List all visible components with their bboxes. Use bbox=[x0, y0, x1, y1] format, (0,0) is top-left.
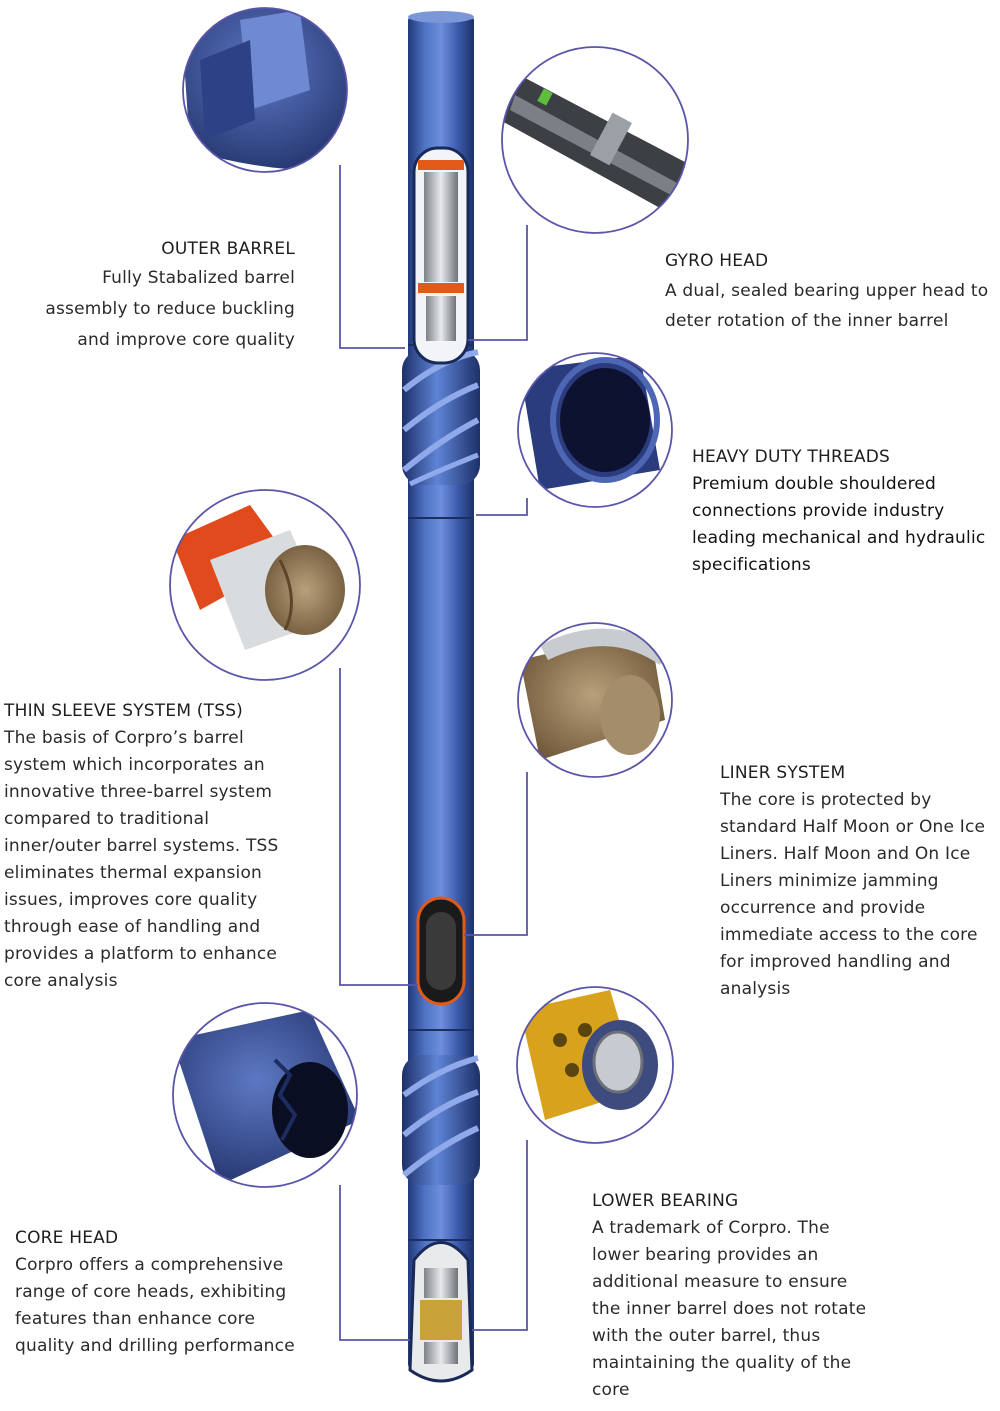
gyro-head-title: GYRO HEAD bbox=[665, 251, 769, 271]
core-barrel-tool bbox=[402, 11, 480, 1383]
heavy-duty-threads-title: HEAVY DUTY THREADS bbox=[692, 447, 891, 467]
outer-barrel-title: OUTER BARREL bbox=[161, 239, 295, 259]
gyro-head-callout: GYRO HEAD A dual, sealed bearing upper h… bbox=[665, 246, 995, 336]
outer-barrel-detail-bubble bbox=[182, 7, 348, 173]
liner-system-callout: LINER SYSTEM The core is protected by st… bbox=[720, 760, 990, 1003]
heavy-duty-threads-callout: HEAVY DUTY THREADS Premium double should… bbox=[692, 444, 992, 579]
lower-bearing-callout: LOWER BEARING A trademark of Corpro. The… bbox=[592, 1188, 877, 1404]
lower-stabilizer bbox=[402, 1055, 480, 1185]
core-head-callout: CORE HEAD Corpro offers a comprehensive … bbox=[15, 1225, 305, 1360]
outer-barrel-callout: OUTER BARREL Fully Stabalized barrel ass… bbox=[40, 236, 295, 356]
core-head-description: Corpro offers a comprehensive range of c… bbox=[15, 1255, 295, 1356]
core-head-title: CORE HEAD bbox=[15, 1228, 119, 1248]
outer-barrel-description: Fully Stabalized barrel assembly to redu… bbox=[45, 268, 295, 350]
gyro-head-cutaway bbox=[412, 146, 470, 365]
thin-sleeve-system-description: The basis of Corpro’s barrel system whic… bbox=[4, 728, 279, 991]
gyro-head-description: A dual, sealed bearing upper head to det… bbox=[665, 281, 989, 331]
thin-sleeve-system-title: THIN SLEEVE SYSTEM (TSS) bbox=[4, 701, 244, 721]
lower-bearing-title: LOWER BEARING bbox=[592, 1191, 739, 1211]
leader-lines bbox=[339, 165, 528, 1341]
thin-sleeve-system-detail-bubble bbox=[169, 489, 361, 681]
upper-stabilizer bbox=[402, 349, 480, 487]
liner-system-description: The core is protected by standard Half M… bbox=[720, 790, 986, 999]
thin-sleeve-system-callout: THIN SLEEVE SYSTEM (TSS) The basis of Co… bbox=[4, 698, 296, 995]
lower-bearing-description: A trademark of Corpro. The lower bearing… bbox=[592, 1218, 867, 1400]
heavy-duty-threads-detail-bubble bbox=[517, 352, 673, 508]
gyro-head-detail-bubble bbox=[501, 46, 689, 234]
heavy-duty-threads-description: Premium double shouldered connections pr… bbox=[692, 474, 986, 575]
liner-system-detail-bubble bbox=[517, 622, 673, 778]
liner-system-title: LINER SYSTEM bbox=[720, 763, 846, 783]
core-head-cutaway bbox=[408, 1241, 474, 1383]
liner-window bbox=[416, 896, 466, 1006]
lower-bearing-detail-bubble bbox=[516, 986, 674, 1144]
core-head-detail-bubble bbox=[172, 1002, 358, 1188]
